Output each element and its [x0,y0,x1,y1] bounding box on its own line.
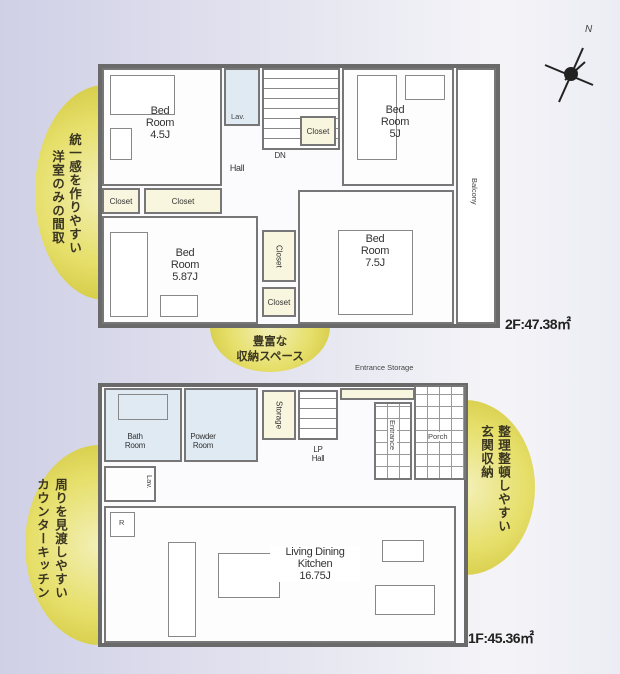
desk-furniture [110,128,132,160]
bed-furniture [110,232,148,317]
porch-label: Porch [428,432,448,441]
room-size: 4.5J [150,129,170,141]
desk-furniture [405,75,445,100]
closet-label: Closet [274,244,284,268]
room-size: 7.5J [365,257,385,269]
callout-1f-left-line1: 周りを見渡しやすい [53,478,68,600]
sofa [375,585,435,615]
callout-2f-left-line2: 洋室のみの間取 [50,150,65,245]
hall-label-2f: Hall [229,163,245,173]
room-size: 16.75J [299,570,331,582]
room-name: Bed [385,104,405,116]
balcony [456,68,496,324]
bathtub [118,394,168,420]
bed-furniture [110,75,175,115]
closet-2f-b: Closet [144,188,222,214]
hall-label: Hall [311,454,325,463]
room-name: Bed [175,247,195,259]
room-name: Bed [150,105,170,117]
closet-2f-stairs: Closet [300,116,336,146]
entrance-storage-label: Entrance Storage [355,363,414,372]
room-name: Room [380,116,410,128]
callout-line: 収納スペース [236,349,304,363]
storage-1f: Storage [262,390,296,440]
desk-furniture [160,295,198,317]
range-hood [110,512,135,537]
toilet-1f [104,466,156,502]
callout-line: 豊富な [252,334,288,348]
closet-2f-c: Closet [262,230,296,282]
closet-label: Closet [109,196,133,206]
callout-1f-right-line1: 整理整頓しやすい [496,425,511,533]
closet-label: Closet [267,297,291,307]
callout-1f-left-line2: カウンターキッチン [35,478,50,600]
room-name: Room [124,441,146,450]
entrance-label: Entrance [388,420,397,451]
powder-room [184,388,258,462]
room-name: Powder [190,432,216,441]
closet-label: Closet [171,196,195,206]
stairs-1f [298,390,338,440]
room-name: Bed [365,233,385,245]
callout-1f-right-line2: 玄関収納 [479,425,494,479]
balcony-label: Balcony [470,178,479,205]
lp-label: LP [313,445,323,454]
closet-2f-a: Closet [102,188,140,214]
closet-label: Closet [306,126,330,136]
entrance-storage [340,388,415,400]
callout-2f-left-line1: 統一感を作りやすい [67,133,82,255]
toilet-2f [224,68,260,126]
kitchen-counter [168,542,196,637]
room-name: Kitchen [297,558,333,570]
north-label: N [585,24,593,35]
compass-icon [544,47,594,103]
room-name: Room [170,259,200,271]
floor-2-area: 2F:47.38㎡ [505,316,571,332]
callout-2f-bottom-text: 豊富な収納スペース [225,334,315,364]
room-size: 5J [389,128,401,140]
room-name: Room [192,441,214,450]
room-name: Living Dining [285,546,345,558]
storage-label: Storage [274,400,284,430]
lav-label-2f: Lav. [231,112,245,121]
room-name: Bath [127,432,143,441]
bed-furniture [357,75,397,160]
lav-label-1f: Lav. [145,475,154,489]
dn-label: DN [274,151,286,160]
floor-1-area: 1F:45.36㎡ [468,630,534,646]
dining-table [218,553,280,598]
room-name: Room [360,245,390,257]
room-name: Room [145,117,175,129]
room-size: 5.87J [172,271,198,283]
closet-2f-d: Closet [262,287,296,317]
r-mark: R [119,518,125,527]
tv-stand [382,540,424,562]
